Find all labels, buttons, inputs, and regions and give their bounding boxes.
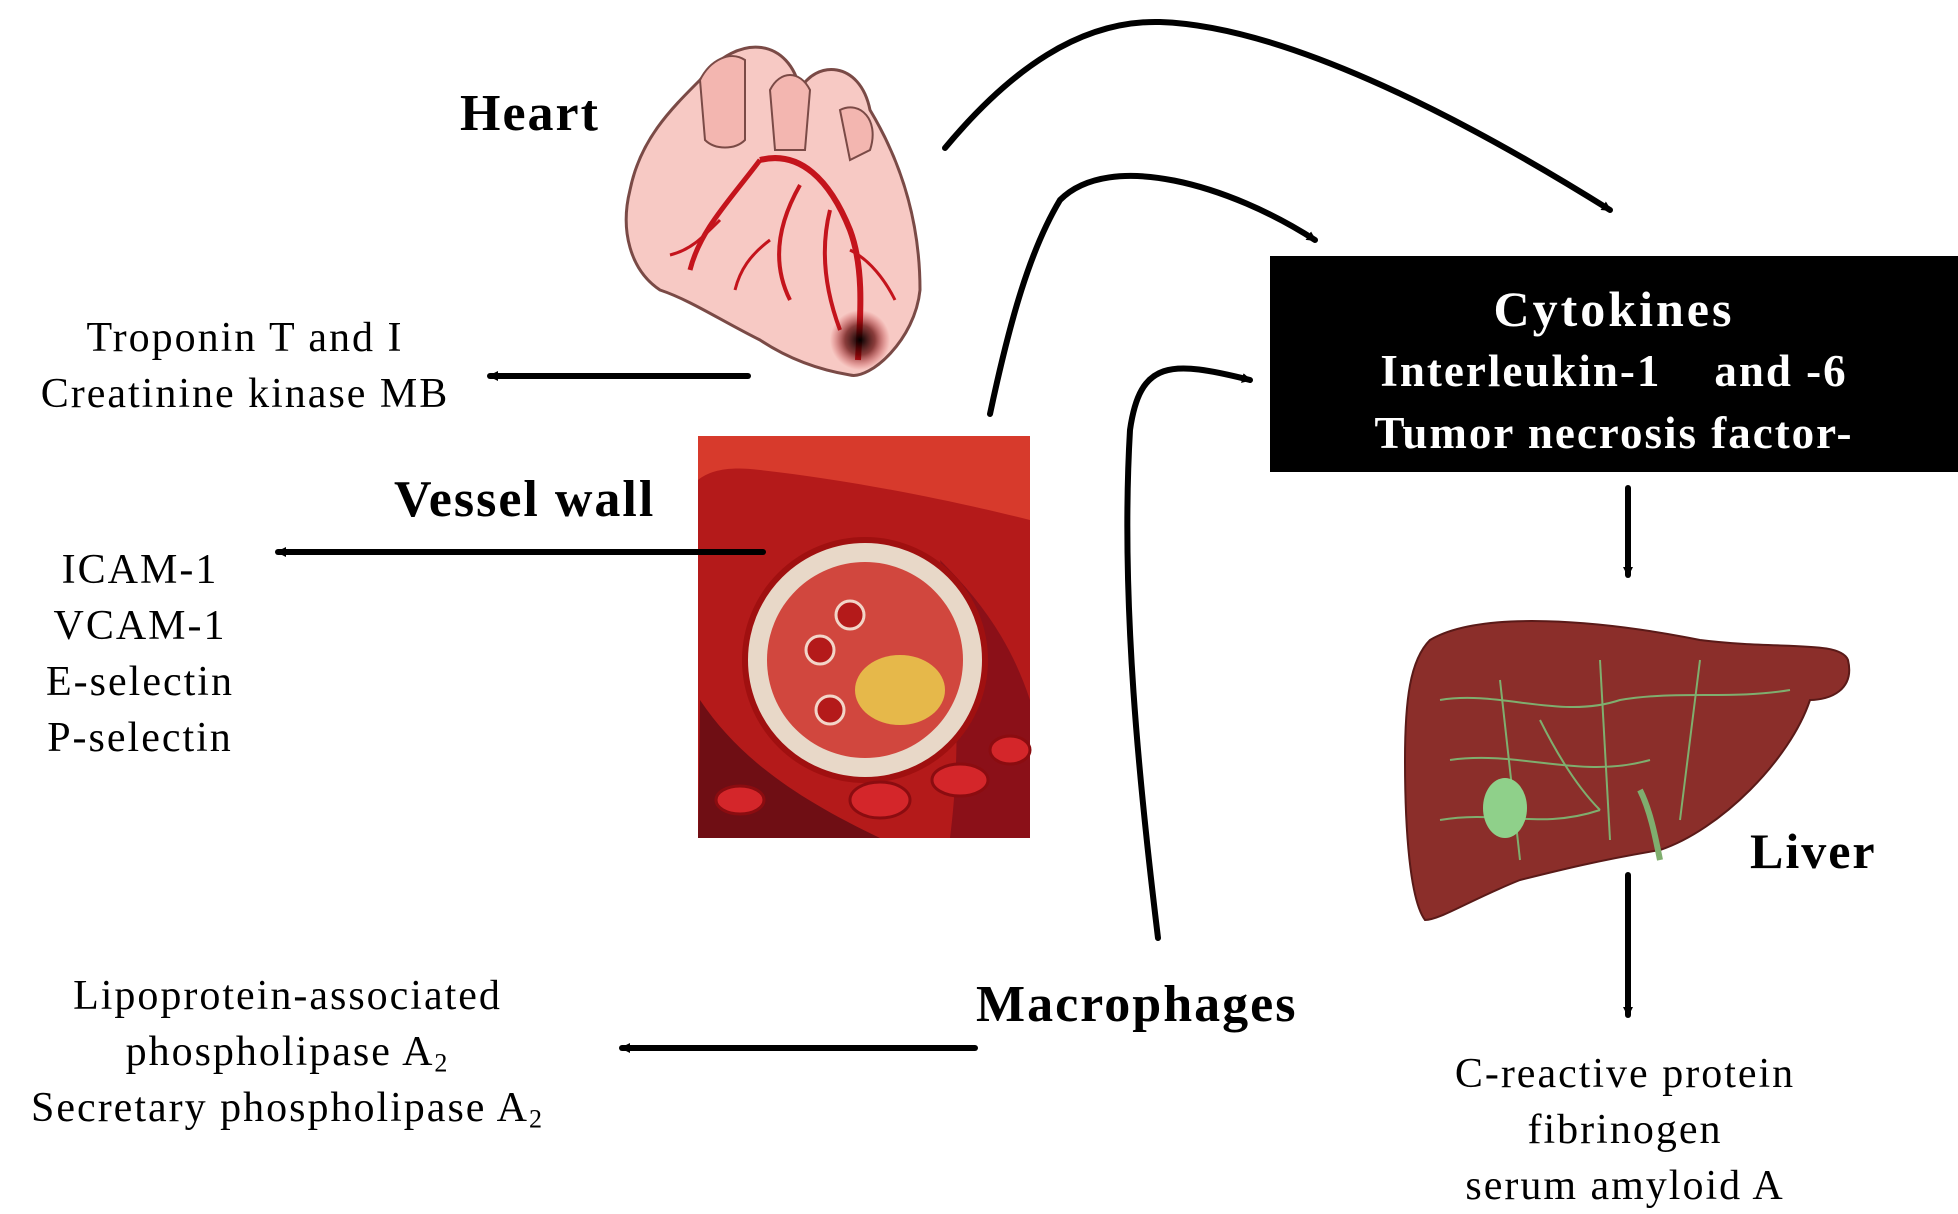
cytokines-interleukin: Interleukin-1 and -6 xyxy=(1270,340,1958,402)
heart-marker: Troponin T and I xyxy=(10,310,480,366)
vessel-wall-label: Vessel wall xyxy=(394,470,655,529)
vessel-marker: E-selectin xyxy=(20,654,260,710)
vessel-marker: VCAM-1 xyxy=(20,598,260,654)
arrow-macrophages-to-cytokines xyxy=(1127,368,1250,938)
macrophage-marker: Lipoprotein-associated xyxy=(0,968,575,1024)
vessel-markers: ICAM-1 VCAM-1 E-selectin P-selectin xyxy=(20,542,260,766)
liver-marker: fibrinogen xyxy=(1400,1102,1850,1158)
macrophages-label: Macrophages xyxy=(976,975,1297,1034)
liver-marker: serum amyloid A xyxy=(1400,1158,1850,1214)
macrophage-marker: phospholipase A2 xyxy=(0,1024,575,1080)
heart-illustration xyxy=(626,47,920,375)
heart-marker: Creatinine kinase MB xyxy=(10,366,480,422)
heart-markers: Troponin T and I Creatinine kinase MB xyxy=(10,310,480,422)
cytokines-title: Cytokines xyxy=(1270,278,1958,340)
liver-marker: C-reactive protein xyxy=(1400,1046,1850,1102)
artery-cross-section-illustration xyxy=(698,436,1030,838)
macrophage-markers: Lipoprotein-associated phospholipase A2 … xyxy=(0,968,575,1136)
cytokines-box: Cytokines Interleukin-1 and -6 Tumor nec… xyxy=(1270,256,1958,472)
liver-markers: C-reactive protein fibrinogen serum amyl… xyxy=(1400,1046,1850,1214)
cytokines-tnf: Tumor necrosis factor- xyxy=(1270,402,1958,464)
heart-label: Heart xyxy=(460,84,600,143)
liver-label: Liver xyxy=(1750,822,1877,880)
macrophage-marker: Secretary phospholipase A2 xyxy=(0,1080,575,1136)
vessel-marker: P-selectin xyxy=(20,710,260,766)
arrow-heart-to-cytokines xyxy=(945,22,1610,210)
vessel-marker: ICAM-1 xyxy=(20,542,260,598)
